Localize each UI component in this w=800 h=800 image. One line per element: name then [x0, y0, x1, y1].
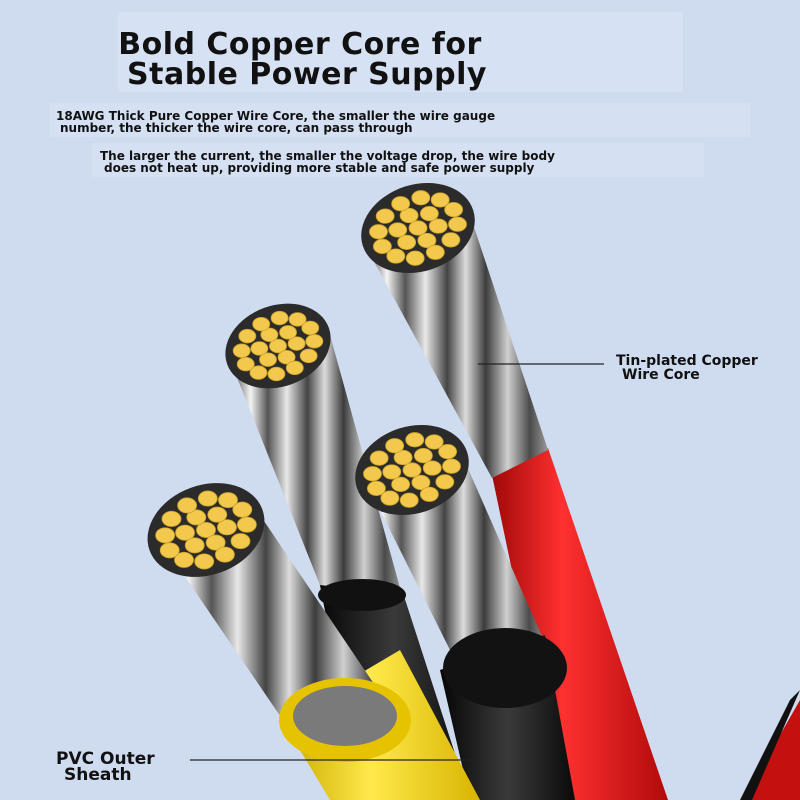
copper-strand [366, 480, 386, 496]
copper-strand [194, 553, 215, 570]
copper-strand [435, 474, 455, 490]
copper-strand [236, 356, 255, 372]
headline-line-1: Bold Copper Core for [118, 27, 482, 62]
copper-strand [186, 509, 207, 526]
copper-strand [419, 206, 439, 222]
copper-strand [448, 216, 467, 232]
sheath-callout-line-2: Sheath [64, 765, 132, 785]
copper-strand [385, 438, 405, 454]
copper-strand [386, 248, 406, 264]
copper-core-end-black-back [225, 303, 331, 389]
copper-core-end-yellow [147, 483, 265, 577]
copper-strand [232, 343, 251, 358]
headline-line-2: Stable Power Supply [127, 57, 487, 92]
copper-strand [363, 466, 382, 482]
copper-strand [288, 312, 307, 327]
core-callout-label: Tin-plated Copper Wire Core [616, 354, 758, 382]
copper-strand [388, 222, 408, 238]
copper-strand [397, 234, 417, 250]
copper-strand [217, 519, 237, 536]
copper-strand [402, 462, 422, 478]
core-callout-line-1: Tin-plated Copper [616, 353, 758, 369]
description-2-line-2: does not heat up, providing more stable … [104, 161, 535, 175]
copper-strand [236, 516, 257, 533]
description-1-line-1: 18AWG Thick Pure Copper Wire Core, the s… [56, 109, 496, 123]
copper-strand [299, 348, 318, 364]
copper-strand [267, 366, 286, 382]
copper-strand [238, 328, 257, 344]
copper-strand [417, 232, 437, 249]
copper-strand [250, 341, 269, 356]
copper-strand [232, 501, 253, 518]
copper-strand [269, 338, 287, 354]
copper-strand [369, 450, 389, 466]
copper-strand [422, 460, 442, 476]
copper-strand [391, 196, 411, 212]
copper-strand [197, 490, 218, 507]
copper-strand [413, 448, 433, 464]
copper-strand [369, 224, 388, 240]
copper-strand [177, 497, 198, 514]
copper-strand [425, 244, 445, 260]
copper-strand [441, 232, 461, 248]
copper-strand [259, 352, 277, 367]
description-paragraph-2: The larger the current, the smaller the … [100, 150, 555, 174]
copper-strand [260, 327, 279, 342]
copper-strand [382, 464, 402, 480]
copper-strand [285, 360, 304, 376]
sheath-callout-label: PVC Outer Sheath [56, 749, 155, 785]
description-1-line-2: number, the thicker the wire core, can p… [60, 121, 413, 135]
copper-strand [419, 486, 439, 502]
copper-strand [424, 434, 444, 450]
description-paragraph-1: 18AWG Thick Pure Copper Wire Core, the s… [56, 110, 495, 134]
copper-core-end-red [361, 182, 475, 274]
copper-strand [205, 534, 226, 551]
copper-strand [174, 551, 194, 568]
copper-strand [391, 476, 411, 492]
copper-strand [411, 190, 431, 206]
copper-strand [279, 325, 297, 340]
copper-strand [399, 207, 419, 224]
copper-strand [161, 510, 182, 527]
red-cable [365, 215, 668, 800]
core-callout-line-2: Wire Core [622, 367, 700, 383]
copper-strand [393, 449, 413, 466]
copper-strand [444, 202, 464, 218]
copper-strand [380, 490, 400, 506]
copper-core-end-black-front [355, 424, 469, 516]
copper-strand [214, 546, 235, 563]
copper-strand [159, 542, 180, 559]
description-2-line-1: The larger the current, the smaller the … [100, 149, 555, 163]
copper-strand [287, 336, 306, 351]
copper-strand [301, 320, 320, 336]
copper-strand [184, 537, 205, 554]
copper-strand [438, 444, 458, 460]
cable-tail-black [740, 690, 800, 800]
sheath-callout-line-1: PVC Outer [56, 749, 155, 769]
copper-strand [408, 220, 428, 236]
copper-strand [411, 474, 431, 491]
copper-strand [375, 208, 395, 224]
headline: Bold Copper Core for Stable Power Supply [0, 30, 600, 90]
yellow-cable [160, 518, 480, 800]
copper-strand [305, 334, 324, 349]
copper-strand [207, 506, 228, 523]
copper-strand [270, 310, 289, 326]
copper-strand [175, 524, 195, 541]
copper-strand [372, 238, 392, 254]
copper-strand [249, 365, 268, 380]
copper-strand [399, 492, 419, 508]
copper-strand [155, 527, 176, 544]
copper-strand [405, 250, 425, 266]
copper-strand [405, 432, 425, 448]
copper-strand [218, 492, 238, 509]
copper-strand [230, 533, 251, 550]
copper-strand [277, 350, 296, 365]
copper-strand [428, 218, 448, 234]
copper-strand [252, 316, 271, 332]
copper-strand [442, 458, 461, 474]
copper-strand [430, 192, 450, 208]
copper-strand [196, 522, 216, 539]
